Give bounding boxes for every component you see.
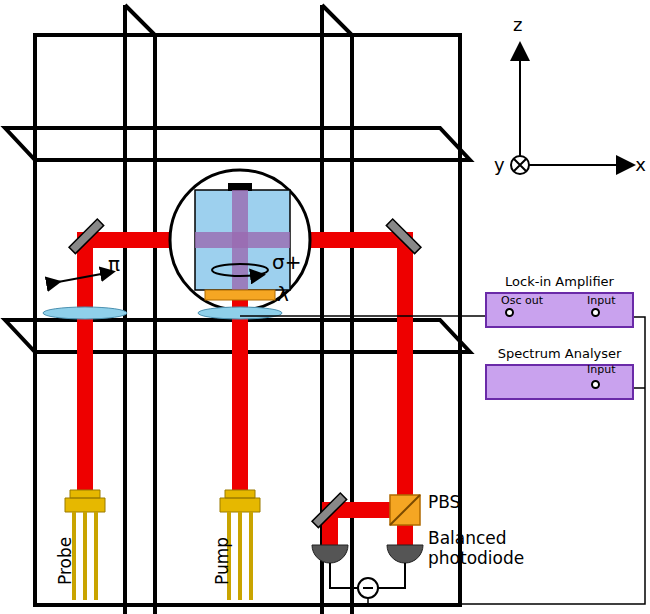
polarisation-symbol: π <box>108 252 120 276</box>
port-terminal <box>591 380 600 389</box>
pbs-cube <box>390 495 420 525</box>
balanced-photodiode <box>312 317 645 604</box>
optics <box>43 264 282 319</box>
component-label: Balanced photodiode <box>428 528 538 569</box>
port-label: Input <box>587 363 615 376</box>
port-label: Input <box>587 294 615 307</box>
vapour-cell <box>170 170 310 310</box>
waveplate-symbol: λ <box>277 282 289 306</box>
port-label: Osc out <box>501 294 543 307</box>
axes <box>511 45 632 174</box>
axis-label: z <box>513 14 522 35</box>
axis-label: x <box>635 154 646 175</box>
laser-label: Probe <box>55 537 75 585</box>
coil-frames <box>5 5 470 614</box>
spectrum-analyser: Spectrum AnalyserInput <box>485 364 634 400</box>
modulation-wire <box>240 315 508 317</box>
laser-diodes <box>65 490 260 600</box>
polarisation-symbol: σ+ <box>272 250 301 274</box>
lock-in-amplifier: Lock-in AmplifierOsc outInput <box>485 292 634 328</box>
port-terminal <box>591 308 600 317</box>
instrument-title: Lock-in Amplifier <box>505 274 614 289</box>
component-label: PBS <box>428 492 460 512</box>
laser-label: Pump <box>212 537 232 585</box>
port-terminal <box>505 308 514 317</box>
axis-label: y <box>494 154 505 175</box>
instrument-title: Spectrum Analyser <box>498 346 622 361</box>
